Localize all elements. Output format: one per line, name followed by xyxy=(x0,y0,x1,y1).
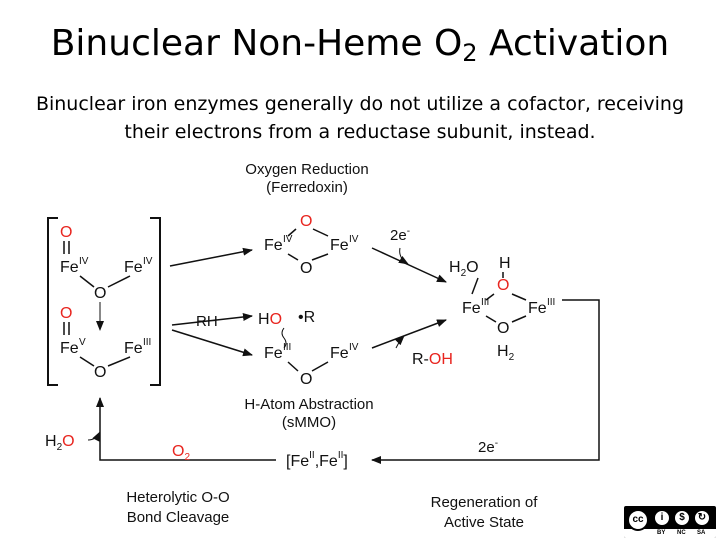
fe-atom: Fe xyxy=(330,237,349,254)
regeneration-arrow xyxy=(371,299,600,464)
bridging-o-atom: O xyxy=(300,371,312,388)
bridging-o-atom: O xyxy=(497,277,509,294)
h-abstraction-intermediate: HO •R Fe III Fe IV O xyxy=(258,309,359,388)
heterolytic-label-line1: Heterolytic O-O xyxy=(126,489,229,506)
h-atom: H xyxy=(499,255,511,272)
title-text-end: Activation xyxy=(477,23,670,64)
fe-atom: Fe xyxy=(462,300,481,317)
arrow-rh-upper xyxy=(171,313,253,326)
fe-atom: Fe xyxy=(528,300,547,317)
nc-tag: NC xyxy=(677,530,686,536)
left-bracket xyxy=(47,217,58,386)
arrow-to-oxygen-reduction xyxy=(169,247,253,267)
right-bracket xyxy=(150,217,161,386)
sa-tag: SA xyxy=(697,530,706,536)
creative-commons-license-badge: cc i $ ↻ BY NC SA xyxy=(624,506,716,538)
bridging-o-atom: O xyxy=(94,364,106,381)
bridging-o-atom: O xyxy=(300,213,312,230)
electron-curved-arrow xyxy=(398,247,409,265)
oxo-atom: O xyxy=(60,224,72,241)
bridging-o-atom: O xyxy=(300,260,312,277)
fe-iv-oxo-species: O Fe IV Fe IV O xyxy=(60,224,153,302)
rh-label: RH xyxy=(196,313,218,330)
fe-iv-diamond-core: O Fe IV Fe IV O xyxy=(264,213,359,277)
fe-atom: Fe xyxy=(124,340,143,357)
heterolytic-label-line2: Bond Cleavage xyxy=(127,509,230,526)
oxidation-state: III xyxy=(547,297,555,308)
oxidation-state: IV xyxy=(79,256,89,267)
oxidation-state: V xyxy=(79,337,86,348)
h-atom-abstraction-label: H-Atom Abstraction xyxy=(244,396,373,413)
water-released-label: H2O xyxy=(45,433,75,453)
smmo-label: (sMMO) xyxy=(282,414,336,431)
fe-atom: Fe xyxy=(60,259,79,276)
fe-atom: Fe xyxy=(330,345,349,362)
fe-v-oxo-species: O Fe V Fe III O xyxy=(60,305,151,381)
hydroxo-label: HO xyxy=(258,311,282,328)
h2-label: H2 xyxy=(497,343,515,363)
two-electron-label: 2e- xyxy=(390,226,410,244)
title-subscript: 2 xyxy=(462,39,478,67)
oxygen-input-label: O2 xyxy=(172,443,190,463)
fe-iii-product: H H2O O Fe III Fe III O H2 xyxy=(449,255,555,363)
r-oh-label: R-OH xyxy=(412,351,453,368)
oxidation-state: III xyxy=(143,337,151,348)
return-arrow xyxy=(96,397,276,461)
cc-icon: cc xyxy=(627,509,649,531)
oxidation-state: IV xyxy=(349,234,359,245)
fe-atom: Fe xyxy=(124,259,143,276)
oxidation-state: III xyxy=(481,297,489,308)
regeneration-label-line2: Active State xyxy=(444,514,524,531)
fe-atom: Fe xyxy=(264,237,283,254)
regeneration-label-line1: Regeneration of xyxy=(431,494,539,511)
arrow-to-fe-iii-hydroxo xyxy=(371,247,447,283)
two-electron-regeneration-label: 2e- xyxy=(478,438,498,456)
slide-subtitle: Binuclear iron enzymes generally do not … xyxy=(35,93,685,143)
by-icon: i xyxy=(654,510,670,526)
fe-atom: Fe xyxy=(264,345,283,362)
oxygen-reduction-label: Oxygen Reduction xyxy=(245,161,368,178)
ferredoxin-label: (Ferredoxin) xyxy=(266,179,348,196)
by-tag: BY xyxy=(657,530,666,536)
oxidation-state: IV xyxy=(283,234,293,245)
arrow-to-fe-iii-hydroxo-lower xyxy=(371,319,447,349)
title-text: Binuclear Non-Heme O xyxy=(50,23,463,64)
water-out-arrow xyxy=(87,431,101,442)
oxidation-state: III xyxy=(283,342,291,353)
fe-atom: Fe xyxy=(60,340,79,357)
water-label: H2O xyxy=(449,259,479,279)
slide-title: Binuclear Non-Heme O2 Activation xyxy=(0,22,720,66)
arrow-rh-lower xyxy=(171,329,253,357)
radical-label: •R xyxy=(298,309,315,326)
oxidation-state: IV xyxy=(143,256,153,267)
r-oh-curved-arrow xyxy=(394,335,405,349)
nc-icon: $ xyxy=(674,510,690,526)
oxidation-state: IV xyxy=(349,342,359,353)
bridging-o-atom: O xyxy=(94,285,106,302)
sa-icon: ↻ xyxy=(694,510,710,526)
fe-ii-dimer-label: [FeII,FeII] xyxy=(286,450,348,470)
oxo-atom: O xyxy=(60,305,72,322)
bridging-o-atom: O xyxy=(497,320,509,337)
